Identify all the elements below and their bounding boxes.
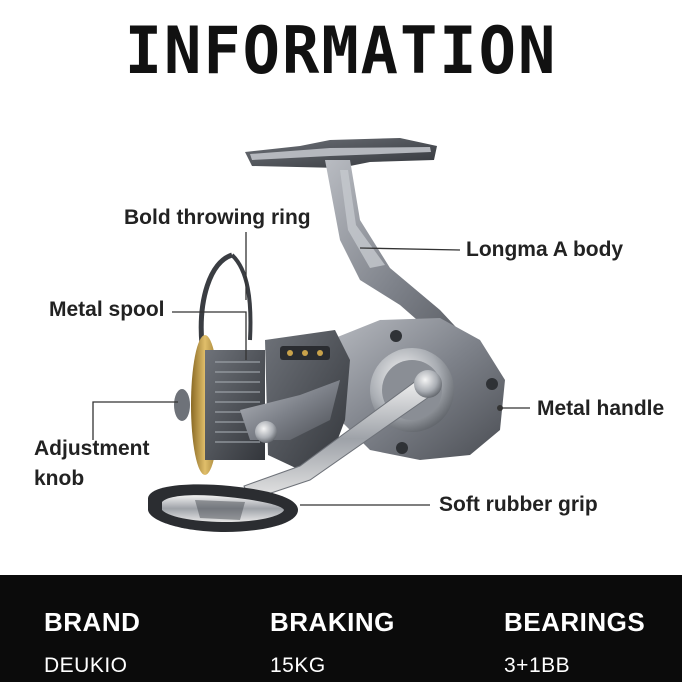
spec-footer: BRAND DEUKIO BRAKING 15KG BEARINGS 3+1BB — [0, 575, 682, 682]
leader-longma-body — [359, 247, 461, 251]
spec-braking: BRAKING 15KG — [270, 607, 395, 678]
callout-adjustment-knob: Adjustment knob — [34, 437, 150, 490]
rotor — [240, 330, 350, 470]
spec-brand-label: BRAND — [44, 607, 141, 637]
spec-brand-value: DEUKIO — [44, 654, 128, 677]
fishing-reel-image — [92, 138, 530, 532]
spec-bearings: BEARINGS 3+1BB — [504, 607, 645, 678]
callout-soft-rubber-grip: Soft rubber grip — [439, 493, 598, 516]
callout-lines — [92, 232, 530, 506]
spec-bearings-value: 3+1BB — [504, 654, 571, 677]
spec-braking-label: BRAKING — [270, 607, 395, 637]
page-title: INFORMATION — [124, 12, 558, 89]
spool — [174, 335, 265, 475]
handle-arm — [243, 370, 442, 501]
reel-foot — [245, 138, 437, 168]
leader-metal-spool — [172, 311, 247, 360]
callout-metal-handle: Metal handle — [537, 397, 665, 420]
callout-bold-throwing-ring: Bold throwing ring — [124, 206, 311, 229]
spec-bearings-label: BEARINGS — [504, 607, 646, 637]
callout-longma-body: Longma A body — [466, 238, 624, 261]
callout-metal-spool: Metal spool — [49, 298, 165, 321]
leader-adjustment-knob — [92, 401, 178, 440]
spec-brand: BRAND DEUKIO — [44, 607, 140, 678]
spec-braking-value: 15KG — [270, 654, 326, 677]
handle-grip — [148, 484, 298, 532]
